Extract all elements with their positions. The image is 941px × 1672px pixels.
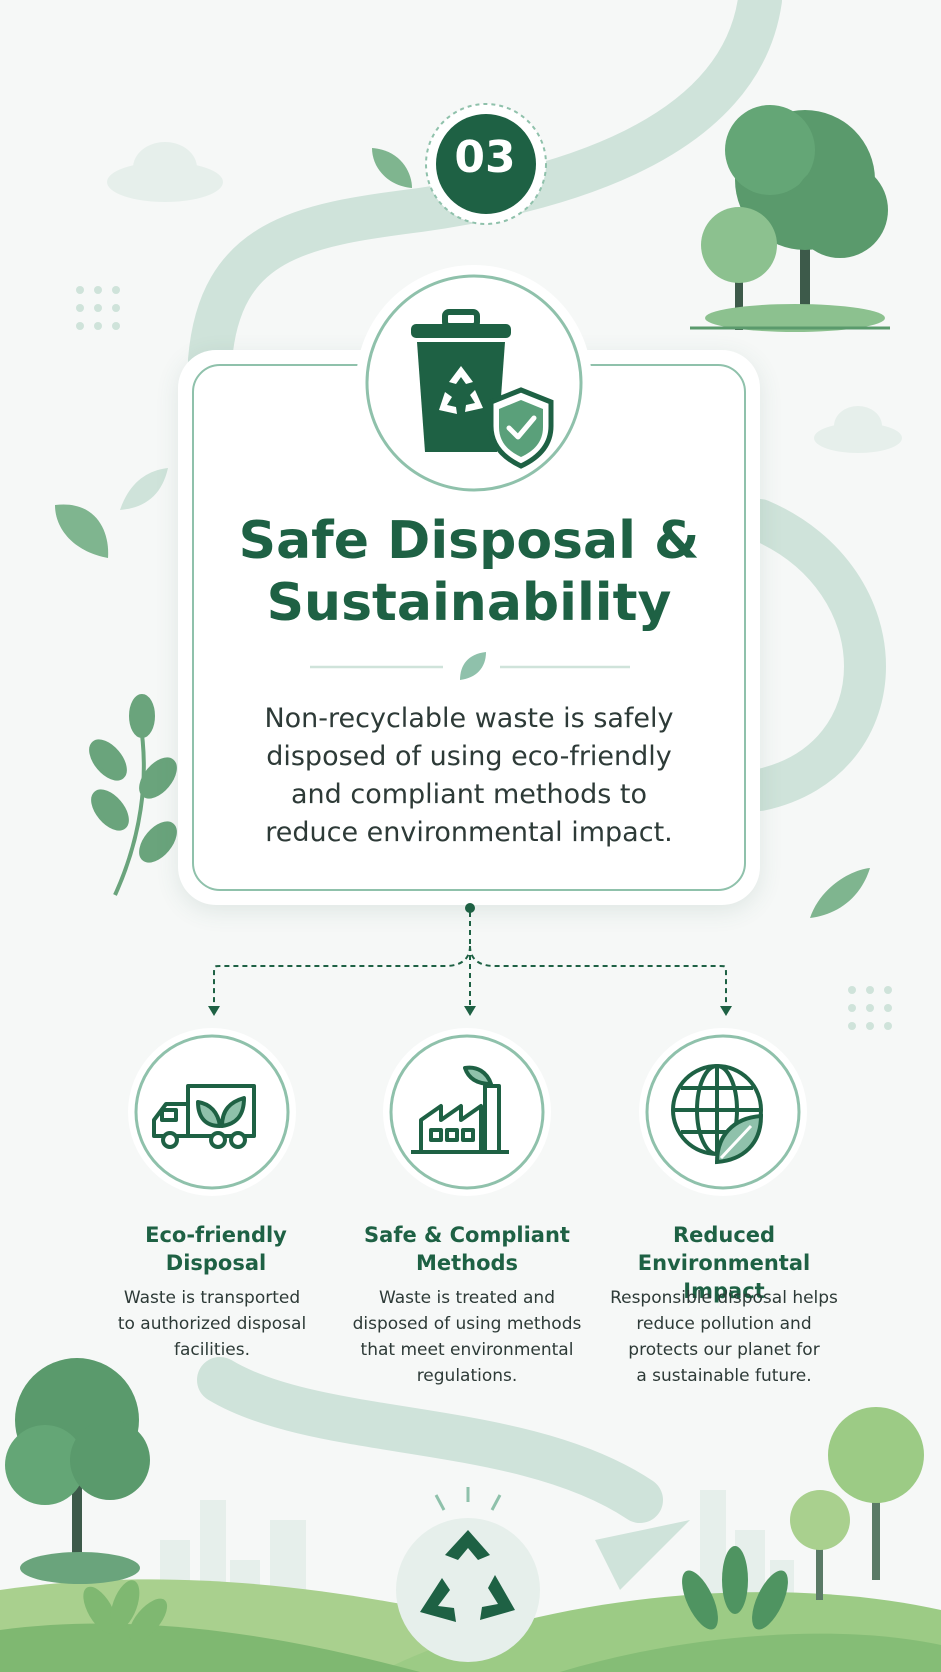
connector-lines <box>208 903 732 1016</box>
header-icon-circle <box>356 265 592 501</box>
cloud-icon <box>107 142 223 202</box>
feature-desc-line: facilities. <box>173 1340 251 1360</box>
feature-desc-line: Waste is treated and <box>379 1288 555 1308</box>
flow-arrow <box>197 1357 663 1523</box>
feature-title-line: Impact <box>683 1279 765 1303</box>
feature-desc-line: reduce pollution and <box>636 1314 812 1334</box>
feature-desc-line: Responsible disposal helps <box>610 1288 838 1308</box>
hill <box>560 1633 941 1672</box>
flow-arrow-head <box>595 1520 690 1590</box>
hill <box>0 1623 420 1672</box>
branch-sprig-icon <box>89 694 177 896</box>
feature-icon-circle <box>639 1028 807 1196</box>
description-line: and compliant methods to <box>290 779 648 810</box>
tree-icon <box>5 1358 150 1584</box>
tree-icon <box>690 105 890 332</box>
feature-desc-line: regulations. <box>416 1366 518 1386</box>
title-line: Safe Disposal & <box>238 511 700 571</box>
leaf-icon <box>460 652 486 680</box>
leaf-icon <box>372 148 412 188</box>
cloud-icon <box>814 406 902 453</box>
dot-grid <box>848 986 892 1030</box>
leaf-icon <box>55 504 109 558</box>
feature-desc-line: disposed of using methods <box>352 1314 582 1334</box>
winding-path <box>188 0 782 382</box>
description-line: disposed of using eco-friendly <box>266 741 672 772</box>
globe-leaf-icon <box>671 1064 764 1165</box>
shield-check-icon <box>488 387 554 469</box>
feature-title-line: Methods <box>415 1251 519 1275</box>
description-line: reduce environmental impact. <box>265 817 673 848</box>
plant-icon <box>83 1580 168 1642</box>
main-description: Non-recyclable waste is safely disposed … <box>230 700 708 852</box>
description-line: Non-recyclable waste is safely <box>264 703 674 734</box>
step-number: 03 <box>454 132 516 183</box>
title-divider <box>310 652 630 680</box>
feature-icon-circle <box>383 1028 551 1196</box>
feature-title-line: Reduced Environmental <box>637 1223 811 1275</box>
feature-description: Responsible disposal helps reduce pollut… <box>594 1285 854 1389</box>
feature-description: Waste is transported to authorized dispo… <box>82 1285 342 1363</box>
leaf-icon <box>120 468 168 510</box>
feature-desc-line: Waste is transported <box>123 1288 301 1308</box>
factory-icon <box>411 1065 509 1154</box>
dot-grid <box>76 286 120 330</box>
feature-title-line: Safe & Compliant <box>364 1223 570 1247</box>
feature-desc-line: protects our planet for <box>628 1340 820 1360</box>
feature-title-line: Eco-friendly <box>145 1223 287 1247</box>
recycle-bin-icon <box>411 309 511 452</box>
feature-desc-line: a sustainable future. <box>636 1366 812 1386</box>
tree-icon <box>790 1407 924 1600</box>
winding-path-right <box>739 499 886 811</box>
feature-description: Waste is treated and disposed of using m… <box>337 1285 597 1389</box>
feature-title-line: Disposal <box>165 1251 267 1275</box>
feature-title: Safe & Compliant Methods <box>327 1221 607 1277</box>
step-badge <box>425 103 547 225</box>
recycle-icon <box>396 1487 540 1662</box>
feature-desc-line: to authorized disposal <box>117 1314 307 1334</box>
title-line: Sustainability <box>266 573 672 633</box>
plant-icon <box>682 1546 788 1630</box>
feature-icon-circle <box>128 1028 296 1196</box>
feature-title: Eco-friendly Disposal <box>76 1221 356 1277</box>
feature-desc-line: that meet environmental <box>360 1340 574 1360</box>
leaf-icon <box>810 868 870 918</box>
feature-title: Reduced Environmental Impact <box>584 1221 864 1305</box>
truck-leaf-icon <box>152 1084 256 1149</box>
page-title: Safe Disposal & Sustainability <box>178 510 760 634</box>
